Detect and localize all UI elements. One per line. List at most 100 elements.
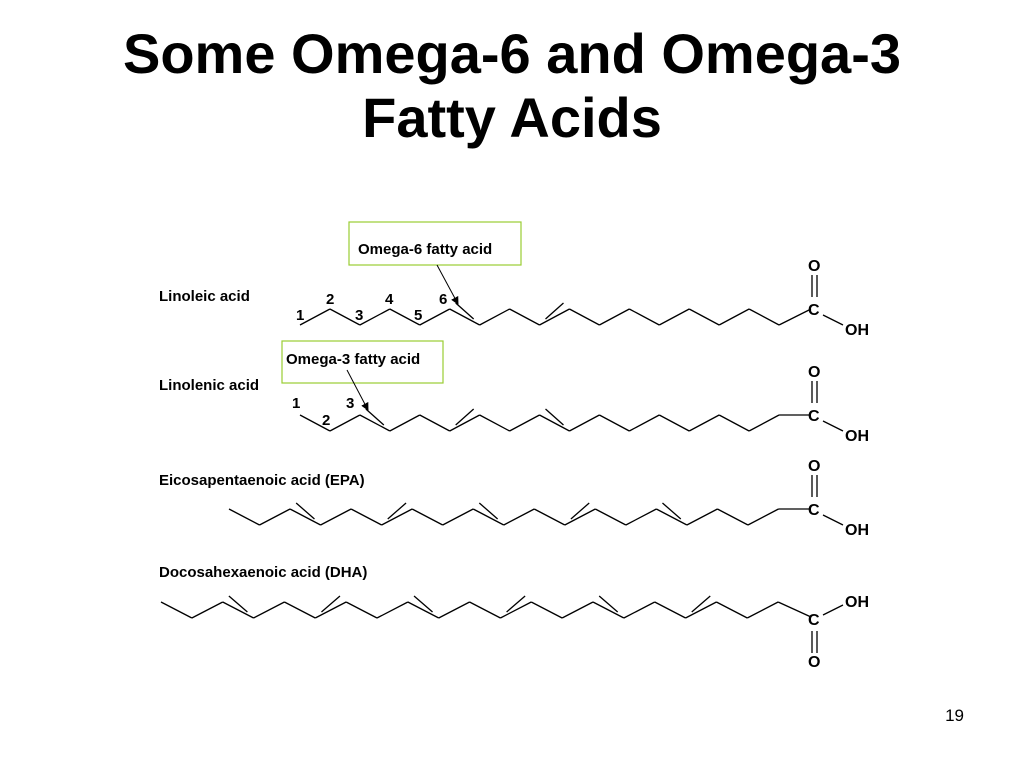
- single-bond: [569, 308, 600, 326]
- hydroxyl-group: OH: [845, 322, 869, 339]
- single-bond: [747, 508, 779, 526]
- single-bond: [289, 508, 321, 526]
- single-bond: [717, 508, 749, 526]
- carbon-number-linoleic-3: 3: [355, 307, 363, 324]
- hydroxyl-bond: [822, 420, 844, 432]
- carboxyl-group-linoleic: C O OH: [808, 258, 869, 339]
- single-bond: [629, 414, 660, 432]
- chain-epa: [228, 502, 811, 526]
- molecule-label-linoleic: Linoleic acid: [159, 288, 250, 305]
- slide-title: Some Omega-6 and Omega-3 Fatty Acids: [0, 22, 1024, 150]
- carboxyl-carbon: C: [808, 408, 820, 425]
- chain-linolenic: [299, 408, 811, 432]
- single-bond: [599, 414, 630, 432]
- hydroxyl-bond: [822, 604, 844, 616]
- carbon-number-linoleic-2: 2: [326, 291, 334, 308]
- single-bond: [350, 508, 382, 526]
- carboxyl-carbon: C: [808, 612, 820, 629]
- single-bond: [592, 601, 625, 619]
- single-bond: [389, 308, 421, 326]
- single-bond: [509, 308, 540, 326]
- double-bond: [691, 595, 711, 613]
- single-bond: [599, 308, 630, 326]
- hydroxyl-bond: [822, 514, 844, 526]
- single-bond: [595, 508, 627, 526]
- single-bond: [449, 308, 480, 326]
- single-bond: [407, 601, 440, 619]
- double-bond: [545, 408, 564, 426]
- carbon-number-linolenic-2: 2: [322, 412, 330, 429]
- chain-linoleic: [299, 302, 812, 326]
- double-bond: [455, 408, 475, 426]
- single-bond: [716, 601, 748, 619]
- single-bond: [746, 601, 779, 619]
- title-line-2: Fatty Acids: [362, 86, 662, 149]
- single-bond: [345, 601, 378, 619]
- single-bond: [438, 601, 470, 619]
- title-line-1: Some Omega-6 and Omega-3: [122, 22, 901, 85]
- carboxyl-carbon: C: [808, 302, 820, 319]
- single-bond: [329, 308, 361, 326]
- single-bond: [625, 508, 657, 526]
- single-bond: [718, 308, 750, 326]
- single-bond: [259, 508, 291, 526]
- double-bond: [506, 595, 526, 613]
- carbonyl-oxygen: O: [808, 258, 820, 275]
- single-bond: [381, 508, 413, 526]
- double-bond: [545, 302, 564, 320]
- omega3-callout-box: [281, 340, 444, 384]
- carbon-number-linolenic-1: 1: [292, 395, 300, 412]
- omega6-callout-box: [348, 221, 522, 266]
- single-bond: [284, 601, 316, 619]
- single-bond: [688, 414, 720, 432]
- single-bond: [539, 308, 570, 326]
- hydroxyl-group: OH: [845, 594, 869, 611]
- single-bond: [329, 414, 361, 432]
- single-bond: [191, 601, 224, 619]
- single-bond: [561, 601, 594, 619]
- single-bond: [629, 308, 660, 326]
- single-bond: [688, 308, 720, 326]
- single-bond: [509, 414, 540, 432]
- omega3-callout-label: Omega-3 fatty acid: [286, 351, 420, 368]
- carbon-number-linolenic-3: 3: [346, 395, 354, 412]
- single-bond: [228, 508, 260, 526]
- molecule-label-linolenic: Linolenic acid: [159, 377, 259, 394]
- carbon-number-linoleic-5: 5: [414, 307, 422, 324]
- carbon-number-linoleic-6: 6: [439, 291, 447, 308]
- hydroxyl-group: OH: [845, 428, 869, 445]
- single-bond: [748, 414, 780, 432]
- single-bond: [685, 601, 717, 619]
- single-bond: [686, 508, 718, 526]
- single-bond: [472, 508, 505, 526]
- hydroxyl-bond: [822, 314, 844, 326]
- double-bond: [295, 502, 315, 520]
- omega3-callout-arrow: [346, 369, 369, 411]
- single-bond: [359, 414, 391, 432]
- single-bond: [530, 601, 563, 619]
- single-bond: [748, 308, 780, 326]
- single-bond: [449, 414, 480, 432]
- hydroxyl-group: OH: [845, 522, 869, 539]
- single-bond: [658, 308, 690, 326]
- single-bond: [533, 508, 566, 526]
- single-bond: [299, 308, 331, 326]
- double-bond: [321, 595, 341, 613]
- carbon-number-linoleic-4: 4: [385, 291, 394, 308]
- single-bond: [419, 308, 451, 326]
- double-bond: [662, 502, 682, 520]
- single-bond: [389, 414, 421, 432]
- single-bond: [500, 601, 532, 619]
- double-bond: [365, 408, 385, 426]
- carbon-number-linoleic-1: 1: [296, 307, 304, 324]
- page-number: 19: [945, 706, 964, 725]
- carboxyl-carbon: C: [808, 502, 820, 519]
- single-bond: [777, 601, 812, 618]
- single-bond: [564, 508, 596, 526]
- omega6-callout-label: Omega-6 fatty acid: [358, 241, 492, 258]
- single-bond: [376, 601, 409, 619]
- single-bond: [539, 414, 570, 432]
